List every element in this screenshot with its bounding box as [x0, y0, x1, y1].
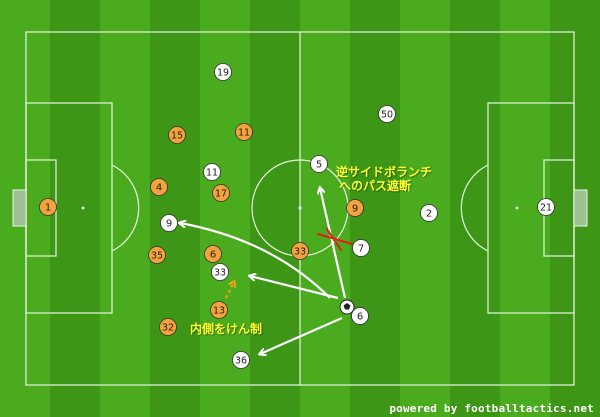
- grass-stripe: [100, 0, 151, 417]
- player-marker: [160, 214, 178, 232]
- player-number: 15: [171, 131, 183, 142]
- white-player-19: 19: [214, 63, 232, 81]
- player-number: 33: [214, 268, 226, 279]
- player-marker: [210, 301, 228, 319]
- center-spot: [298, 206, 302, 210]
- player-marker: [420, 204, 438, 222]
- pass-arrow-to-9: [180, 223, 331, 299]
- player-number: 32: [162, 323, 174, 334]
- white-player-21: 21: [537, 198, 555, 216]
- orange-player-35: 35: [148, 246, 166, 264]
- right-goal: [573, 189, 588, 227]
- white-player-36: 36: [232, 351, 250, 369]
- right-penalty-arc: [460, 164, 489, 252]
- player-marker: [150, 178, 168, 196]
- player-number: 4: [156, 183, 162, 194]
- orange-player-6: 6: [204, 245, 222, 263]
- player-number: 7: [358, 244, 364, 255]
- white-player-11: 11: [203, 163, 221, 181]
- player-number: 1: [45, 203, 51, 214]
- goals: [12, 189, 588, 227]
- grass-stripe: [450, 0, 501, 417]
- pass-arrow-to-33: [250, 276, 339, 300]
- player-marker: [212, 184, 230, 202]
- pass-arrow-to-5: [320, 188, 347, 299]
- white-player-50: 50: [378, 105, 396, 123]
- player-marker: [211, 263, 229, 281]
- player-marker: [235, 123, 253, 141]
- restrict-inside-note: 内側をけん制: [190, 322, 263, 336]
- orange-player-17: 17: [212, 184, 230, 202]
- pass-block-note-line-1: 逆サイドボランチ: [336, 165, 433, 179]
- player-number: 11: [238, 128, 250, 139]
- orange-player-33: 33: [291, 242, 309, 260]
- white-player-6: 6: [351, 307, 369, 325]
- player-number: 11: [206, 168, 218, 179]
- player-marker: [39, 198, 57, 216]
- right-penalty-spot: [515, 206, 519, 210]
- player-marker: [352, 239, 370, 257]
- block-cross-line-b: [326, 228, 342, 251]
- block-mark: [317, 228, 353, 251]
- player-number: 9: [352, 204, 358, 215]
- player-number: 13: [213, 306, 225, 317]
- grass-stripe: [50, 0, 101, 417]
- pass-block-note-line-2: へのパス遮断: [339, 179, 412, 193]
- orange-player-9: 9: [346, 199, 364, 217]
- left-penalty-arc: [111, 164, 140, 252]
- press-arrow: [225, 282, 234, 299]
- white-player-9: 9: [160, 214, 178, 232]
- player-number: 6: [357, 312, 363, 323]
- pitch-spots: [81, 206, 519, 210]
- player-marker: [168, 126, 186, 144]
- pass-block-note: 逆サイドボランチ へのパス遮断: [336, 165, 432, 193]
- player-marker: [204, 245, 222, 263]
- player-marker: [159, 318, 177, 336]
- pass-arrow-to-36: [260, 316, 343, 354]
- orange-player-4: 4: [150, 178, 168, 196]
- players: 1 15 11 4 17 35 6 13 32 33 9 19 11 9 33 36 5 50 7 6 2 21: [39, 63, 555, 369]
- player-marker: [346, 199, 364, 217]
- player-marker: [148, 246, 166, 264]
- player-marker: [291, 242, 309, 260]
- player-marker: [310, 155, 328, 173]
- grass-stripe: [250, 0, 301, 417]
- player-marker: [378, 105, 396, 123]
- white-player-33: 33: [211, 263, 229, 281]
- player-marker: [214, 63, 232, 81]
- credit-text: powered by footballtactics.net: [389, 402, 594, 415]
- orange-player-1: 1: [39, 198, 57, 216]
- orange-player-11: 11: [235, 123, 253, 141]
- player-number: 50: [381, 110, 393, 121]
- left-goal: [12, 189, 27, 227]
- orange-player-32: 32: [159, 318, 177, 336]
- white-player-5: 5: [310, 155, 328, 173]
- player-number: 19: [217, 68, 229, 79]
- grass-stripe: [150, 0, 201, 417]
- orange-player-13: 13: [210, 301, 228, 319]
- white-player-7: 7: [352, 239, 370, 257]
- player-number: 36: [235, 356, 247, 367]
- block-cross-line-a: [317, 233, 353, 245]
- player-marker: [537, 198, 555, 216]
- player-number: 9: [166, 219, 172, 230]
- player-number: 5: [316, 160, 322, 171]
- player-marker: [351, 307, 369, 325]
- white-player-2: 2: [420, 204, 438, 222]
- pass-arrows: [180, 188, 347, 354]
- player-number: 2: [426, 209, 432, 220]
- left-penalty-spot: [81, 206, 85, 210]
- soccer-ball-icon: [339, 299, 355, 315]
- player-number: 17: [215, 189, 227, 200]
- player-number: 6: [210, 250, 216, 261]
- orange-player-15: 15: [168, 126, 186, 144]
- player-number: 33: [294, 247, 306, 258]
- player-number: 35: [151, 251, 163, 262]
- player-marker: [232, 351, 250, 369]
- player-marker: [203, 163, 221, 181]
- player-number: 21: [540, 203, 552, 214]
